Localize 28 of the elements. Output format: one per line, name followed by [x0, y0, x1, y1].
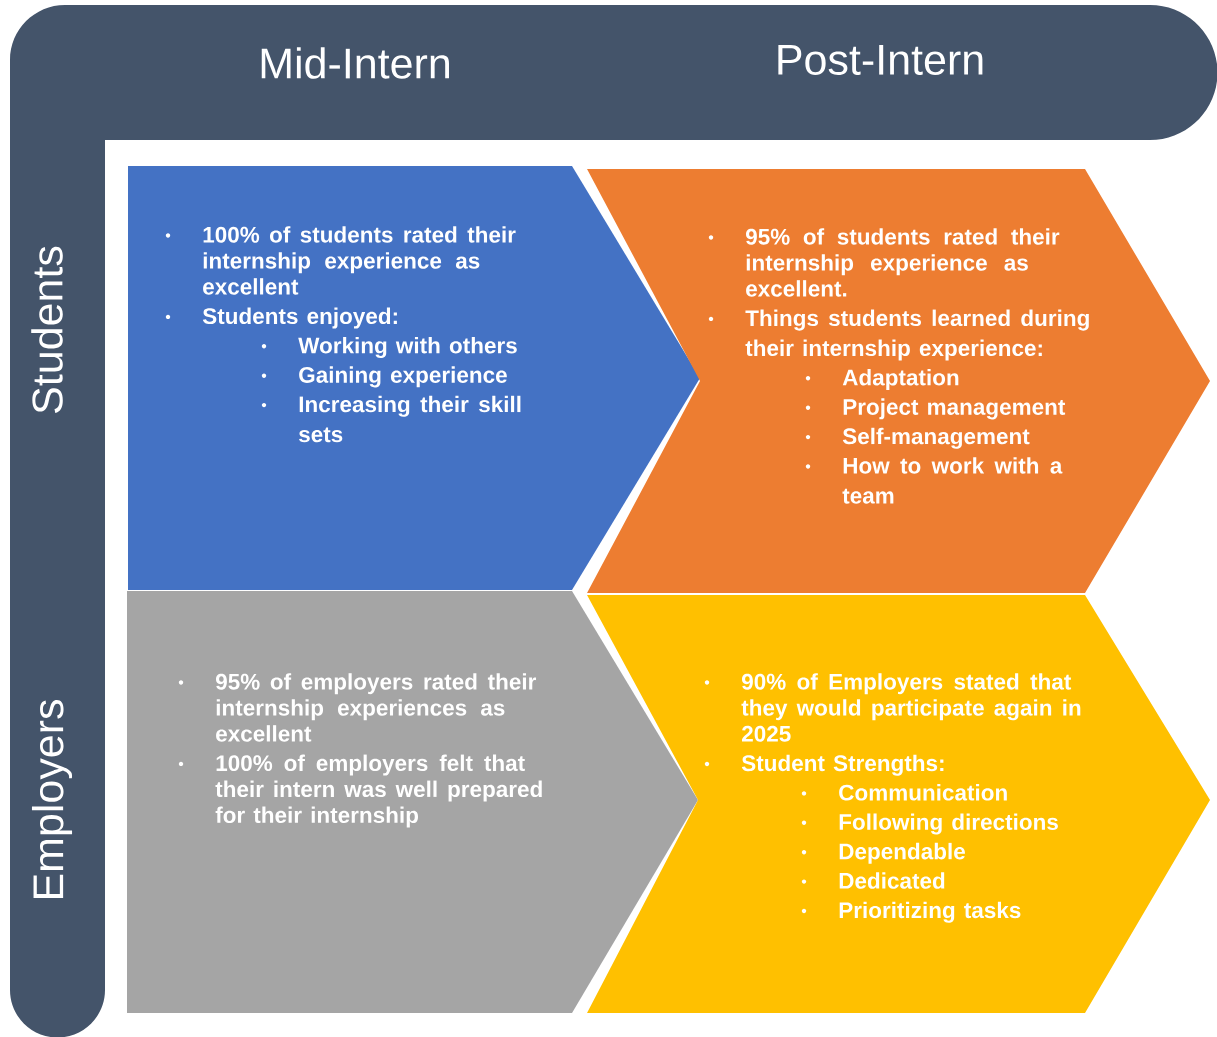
bullet-item: Increasing their skill sets — [299, 395, 521, 443]
bullet-item: Project management — [843, 398, 1066, 420]
bullet-item: Students enjoyed: — [202, 307, 397, 329]
bullet-item: Dedicated — [839, 872, 945, 889]
content-panel — [587, 169, 1210, 593]
content-panel — [587, 595, 1210, 1013]
bullet-item: Prioritizing tasks — [839, 901, 1021, 923]
bullet-item: How to work with a team — [842, 457, 1063, 504]
bullet-item: 90% of Employers stated that they would participate again in 2025 — [741, 673, 1081, 742]
bullet-item: 95% of students rated their internship experience as excellent. — [746, 228, 1060, 297]
column-header: Mid-Intern — [261, 47, 449, 79]
content-panel — [127, 591, 698, 1013]
bullet-item: 100% of employers felt that their intern was well prepared for their internship — [215, 754, 542, 828]
row-header: Employers — [31, 700, 73, 899]
row-header: Students — [31, 246, 63, 413]
bullet-item: Adaptation — [842, 368, 959, 390]
bullet-item: Dependable — [839, 842, 965, 864]
bullet-item: Communication — [839, 784, 1007, 801]
bullet-item: Following directions — [839, 813, 1058, 835]
column-header: Post-Intern — [778, 45, 983, 75]
bullet-item: 95% of employers rated their internship experiences as excellent — [216, 673, 537, 742]
content-panel — [128, 166, 700, 590]
bullet-item: Working with others — [298, 336, 517, 359]
bullet-item: Gaining experience — [299, 366, 507, 388]
bullet-item: Student Strengths: — [741, 754, 944, 776]
bullet-item: Self-management — [842, 427, 1030, 449]
bullet-item: 100% of students rated their internship experience as excellent — [203, 226, 516, 295]
bullet-item: Things students learned during their internship experience: — [745, 309, 1089, 361]
